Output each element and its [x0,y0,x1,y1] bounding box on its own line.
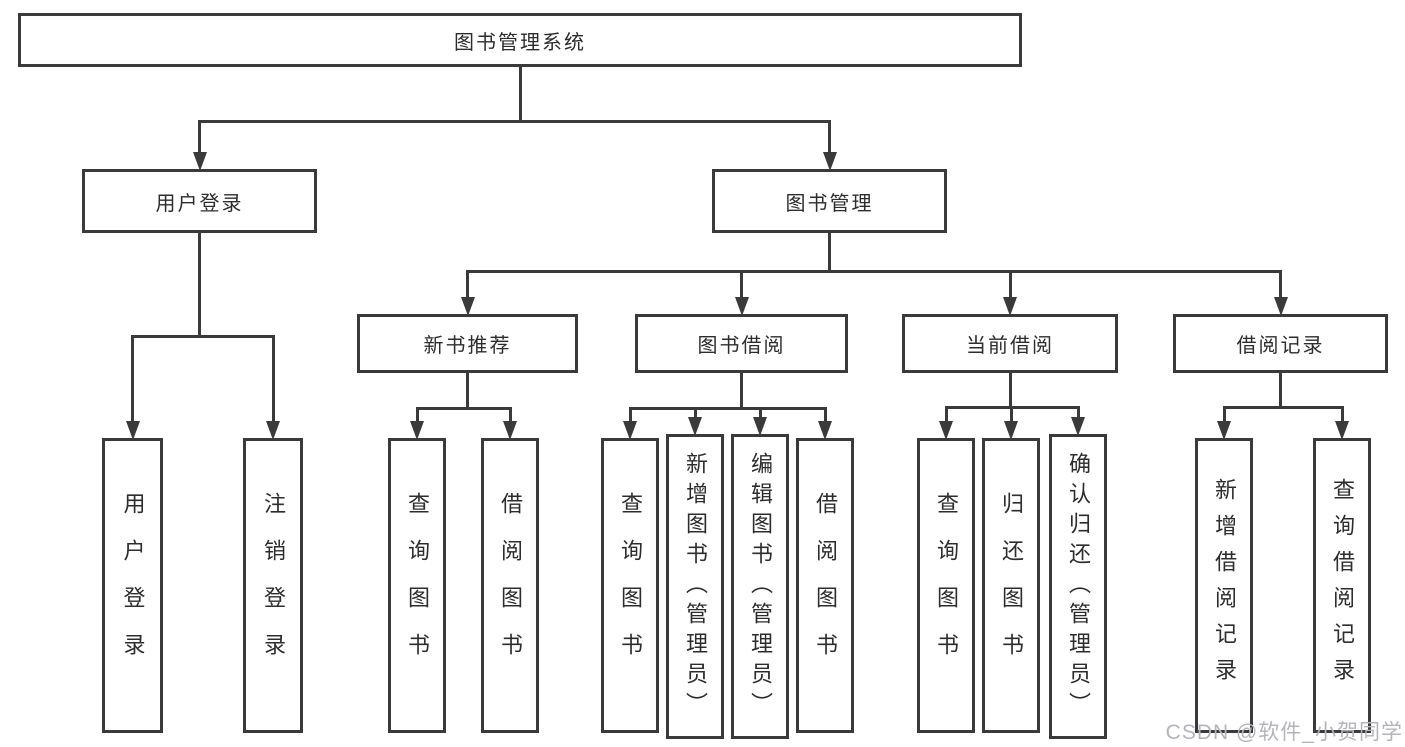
connector-branch [131,335,134,423]
arrowhead-down-icon [623,421,637,440]
connector-trunk [1279,373,1282,409]
arrowhead-down-icon [1335,421,1349,440]
node-b-add: 新增图书（管理员） [666,434,724,739]
connector-branch [828,120,831,154]
arrowhead-down-icon [753,417,767,436]
connector-branch [823,407,827,423]
node-new-rec: 新书推荐 [357,314,578,373]
node-b-edit: 编辑图书（管理员） [731,434,789,739]
node-nr-query: 查询图书 [388,438,446,733]
connector-branch [1279,270,1282,299]
arrowhead-down-icon [460,297,475,316]
connector-trunk [466,373,469,410]
csdn-watermark: CSDN @软件_小贺同学 [1165,721,1403,744]
connector-trunk [198,233,201,338]
node-record: 借阅记录 [1173,314,1388,373]
connector-rail [628,407,827,410]
node-nr-borrow: 借阅图书 [481,438,539,733]
connector-rail [1222,406,1344,409]
node-c-return: 归还图书 [982,438,1040,733]
node-root: 图书管理系统 [18,13,1022,67]
connector-trunk [1008,373,1012,409]
connector-rail [466,270,1282,273]
arrowhead-down-icon [822,152,837,171]
node-b-query: 查询图书 [601,438,659,733]
arrowhead-down-icon [1071,417,1085,436]
connector-rail [415,407,512,410]
node-r-query: 查询借阅记录 [1313,438,1371,733]
node-user-login: 用户登录 [82,169,317,233]
connector-branch [1009,406,1013,423]
connector-branch [198,120,201,154]
connector-trunk [740,373,743,410]
arrowhead-down-icon [410,421,424,440]
node-book-mgmt: 图书管理 [712,169,947,233]
connector-trunk [828,233,831,273]
connector-branch [466,270,469,299]
arrowhead-down-icon [1273,297,1288,316]
connector-branch [693,407,697,419]
arrowhead-down-icon [1003,297,1017,316]
connector-branch [740,270,743,299]
arrowhead-down-icon [818,421,832,440]
arrowhead-down-icon [939,421,953,440]
arrowhead-down-icon [266,421,280,440]
arrowhead-down-icon [192,152,207,171]
node-current: 当前借阅 [902,314,1118,373]
connector-branch [758,407,762,419]
arrowhead-down-icon [503,421,517,440]
node-c-query: 查询图书 [917,438,975,733]
node-c-confirm: 确认归还（管理员） [1049,434,1107,739]
connector-rail [131,335,275,338]
node-borrow: 图书借阅 [635,314,848,373]
arrowhead-down-icon [1217,421,1231,440]
arrowhead-down-icon [734,297,749,316]
arrowhead-down-icon [1004,421,1018,440]
connector-branch [1222,406,1226,423]
node-b-borrow: 借阅图书 [796,438,854,733]
node-ul-login: 用户登录 [102,438,163,733]
connector-branch [415,407,419,423]
arrowhead-down-icon [688,417,702,436]
node-r-add: 新增借阅记录 [1195,438,1253,733]
connector-trunk [518,67,522,123]
node-ul-logout: 注销登录 [243,438,303,733]
connector-branch [271,335,275,423]
connector-branch [1340,406,1344,423]
connector-rail [198,120,831,123]
arrowhead-down-icon [125,421,140,440]
connector-branch [628,407,632,423]
connector-branch [1076,406,1080,419]
connector-branch [508,407,512,423]
connector-branch [1008,270,1012,299]
connector-branch [944,406,948,423]
